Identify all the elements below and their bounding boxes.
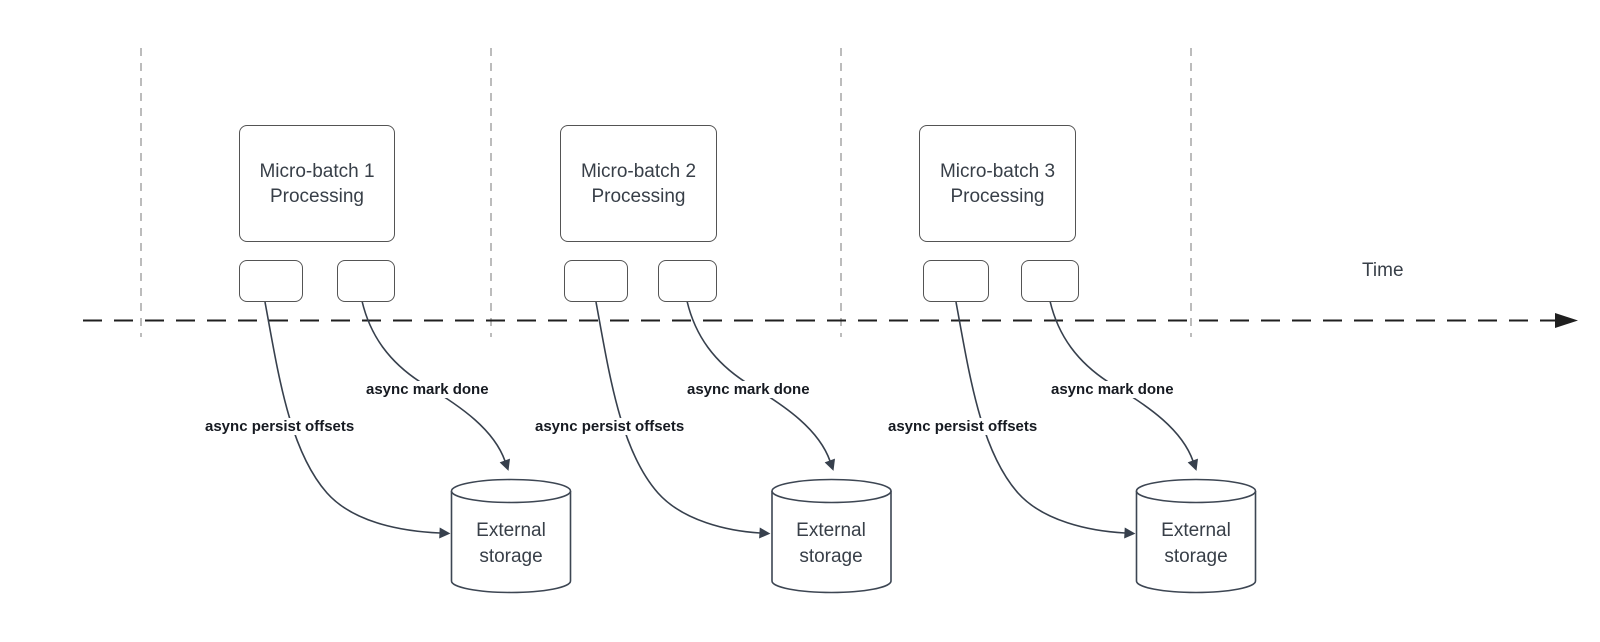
offset-commit-box-2 (564, 260, 628, 302)
micro-batch-1-box: Micro-batch 1 Processing (239, 125, 395, 242)
mark-done-label-2: async mark done (685, 381, 812, 398)
mark-done-label-1: async mark done (364, 381, 491, 398)
offset-commit-box-3 (923, 260, 989, 302)
persist-offsets-arrow-2 (595, 301, 771, 539)
mark-done-label-3: async mark done (1049, 381, 1176, 398)
mark-done-box-2 (658, 260, 717, 302)
persist-offsets-label-1: async persist offsets (203, 418, 357, 435)
offset-commit-box-1 (239, 260, 303, 302)
external-storage-cylinder-2 (771, 478, 892, 594)
external-storage-cylinder-1 (450, 478, 572, 594)
persist-offsets-label-3: async persist offsets (886, 418, 1040, 435)
time-axis-arrowhead-icon (1555, 313, 1578, 328)
time-axis-label: Time (1362, 260, 1404, 281)
external-storage-label-2: External storage (796, 520, 866, 567)
mark-done-box-3 (1021, 260, 1079, 302)
micro-batch-2-box: Micro-batch 2 Processing (560, 125, 717, 242)
persist-offsets-arrow-3 (955, 301, 1136, 539)
external-storage-label-1: External storage (476, 520, 546, 567)
micro-batch-3-label: Micro-batch 3 Processing (939, 160, 1056, 207)
micro-batch-1-label: Micro-batch 1 Processing (259, 160, 375, 207)
external-storage-cylinder-3 (1135, 478, 1257, 594)
persist-offsets-label-2: async persist offsets (533, 418, 687, 435)
external-storage-label-3: External storage (1161, 520, 1231, 567)
mark-done-box-1 (337, 260, 395, 302)
micro-batch-3-box: Micro-batch 3 Processing (919, 125, 1076, 242)
persist-offsets-arrow-1 (264, 301, 451, 539)
micro-batch-2-label: Micro-batch 2 Processing (580, 160, 697, 207)
